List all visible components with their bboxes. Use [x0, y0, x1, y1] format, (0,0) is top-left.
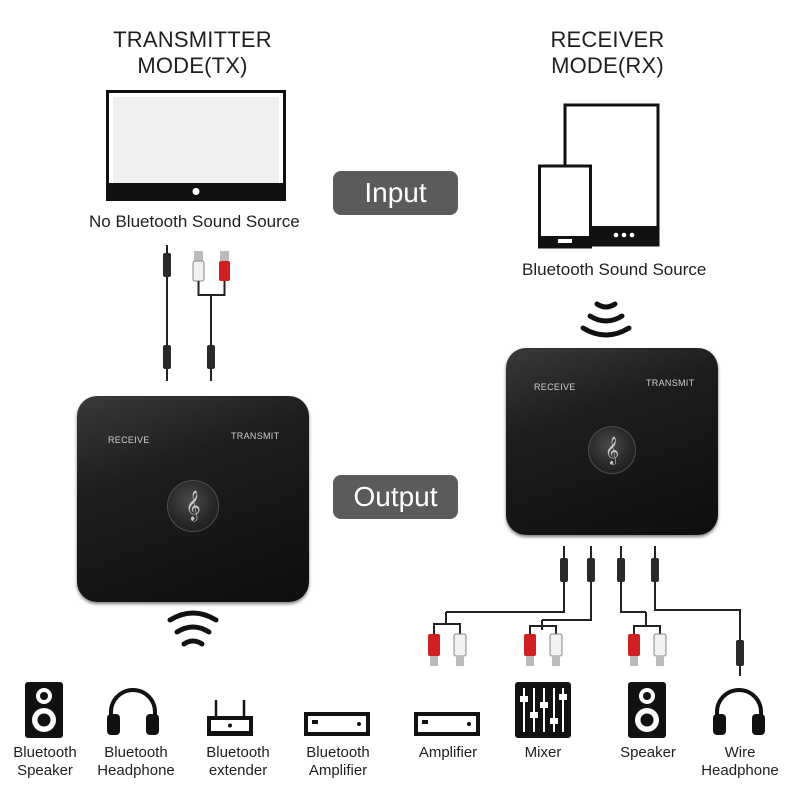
label-amplifier: Amplifier — [418, 744, 478, 761]
extender-icon — [207, 700, 253, 736]
speaker-icon — [628, 682, 666, 738]
tx-source-caption: No Bluetooth Sound Source — [89, 212, 300, 231]
label-bluetooth-speaker: Bluetooth Speaker — [13, 744, 77, 779]
tx-device-music-button[interactable]: 𝄞 — [167, 480, 219, 532]
amplifier-icon — [414, 712, 480, 736]
headphone-icon — [107, 688, 159, 735]
rx-title-line2: MODE(RX) — [551, 53, 664, 78]
tx-device-receive-label: RECEIVE — [108, 435, 150, 445]
tx-title-line2: MODE(TX) — [137, 53, 248, 78]
mixer-icon — [515, 682, 571, 738]
label-speaker: Speaker — [620, 744, 676, 761]
rx-mode-title: RECEIVER MODE(RX) — [505, 27, 710, 79]
headphone-icon — [713, 688, 765, 735]
rx-output-cables — [428, 546, 744, 676]
treble-clef-icon: 𝄞 — [185, 491, 201, 521]
rx-device-transmit-label: TRANSMIT — [646, 378, 695, 388]
treble-clef-icon: 𝄞 — [604, 436, 620, 464]
label-bluetooth-headphone: Bluetooth Headphone — [97, 744, 175, 779]
monitor-icon — [106, 90, 286, 201]
tx-wireless-icon — [167, 610, 219, 647]
label-bluetooth-amplifier: Bluetooth Amplifier — [306, 744, 370, 779]
tx-device-transmit-label: TRANSMIT — [231, 431, 280, 441]
rx-wireless-icon — [580, 301, 632, 338]
tx-bluetooth-device: RECEIVE TRANSMIT 𝄞 — [77, 396, 309, 602]
rx-device-receive-label: RECEIVE — [534, 382, 576, 392]
label-mixer: Mixer — [524, 744, 562, 761]
rx-source-caption: Bluetooth Sound Source — [522, 260, 707, 279]
rx-title-line1: RECEIVER — [550, 27, 665, 52]
label-wire-headphone: Wire Headphone — [701, 744, 779, 779]
output-label: Output — [333, 475, 458, 519]
tx-input-cables — [163, 245, 230, 381]
rx-device-music-button[interactable]: 𝄞 — [588, 426, 636, 474]
rx-bluetooth-device: RECEIVE TRANSMIT 𝄞 — [506, 348, 718, 535]
input-label: Input — [333, 171, 458, 215]
tablet-phone-icon — [538, 103, 660, 249]
speaker-icon — [25, 682, 63, 738]
label-bluetooth-extender: Bluetooth extender — [206, 744, 270, 779]
amplifier-icon — [304, 712, 370, 736]
tx-mode-title: TRANSMITTER MODE(TX) — [90, 27, 295, 79]
tx-title-line1: TRANSMITTER — [113, 27, 272, 52]
